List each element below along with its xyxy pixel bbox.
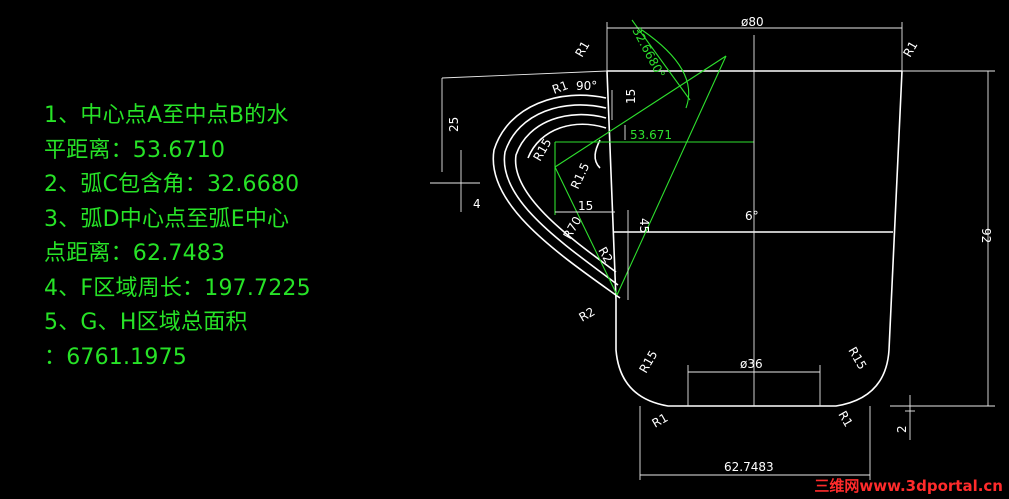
answer-line-2: 平距离：53.6710: [44, 137, 226, 163]
answer-line-8: ：6761.1975: [44, 344, 187, 370]
dim-r1-top-left: R1: [572, 39, 592, 60]
answer-line-3: 2、弧C包含角：32.6680: [44, 172, 300, 197]
dim-15-horizontal: 15: [578, 199, 593, 213]
handle: [492, 94, 621, 299]
dim-90-degree: 90°: [576, 79, 597, 93]
dimension-lines: [430, 22, 995, 480]
construction-lines: [554, 19, 754, 296]
answer-line-1: 1、中心点A至中点B的水: [44, 103, 289, 128]
dim-r1-5: R1.5: [568, 160, 592, 191]
cup-outline: [606, 70, 903, 407]
dim-15-vertical: 15: [624, 89, 638, 104]
dim-25: 25: [447, 117, 461, 132]
dim-53-671: 53.671: [630, 128, 672, 142]
dim-r15-right: R15: [845, 345, 869, 372]
answer-panel: 1、中心点A至中点B的水 平距离：53.6710 2、弧C包含角：32.6680…: [44, 99, 311, 375]
answer-line-5: 点距离：62.7483: [44, 241, 226, 266]
dim-r1-bottom-left: R1: [650, 410, 671, 430]
dim-6-degree: 6°: [745, 209, 759, 223]
watermark: 三维网www.3dportal.cn: [814, 477, 1003, 495]
dim-arc-angle: 32.6680°: [629, 25, 667, 81]
dim-r70: R70: [560, 214, 584, 241]
dim-92: 92: [979, 228, 993, 243]
dim-r1-handle: R1: [550, 78, 570, 97]
dim-r1-top-right: R1: [900, 39, 920, 60]
dim-top-diameter: ø80: [741, 15, 764, 29]
answer-line-4: 3、弧D中心点至弧E中心: [44, 206, 290, 232]
dim-62-7483: 62.7483: [724, 460, 774, 474]
dim-r1-bottom-right: R1: [835, 409, 855, 430]
dim-base-diameter: ø36: [740, 357, 763, 371]
answer-line-6: 4、F区域周长：197.7225: [44, 275, 311, 301]
answer-line-7: 5、G、H区域总面积: [44, 310, 248, 335]
dim-r2-a: R2: [595, 245, 615, 266]
dim-r15-handle: R15: [530, 136, 554, 163]
dimension-labels: ø80 32.6680° R1 R1 R1 90° 25 15 53.671 R…: [447, 15, 993, 474]
dim-r2-b: R2: [577, 304, 598, 324]
dim-r15-left: R15: [636, 348, 660, 375]
dim-2: 2: [895, 425, 909, 433]
dim-45: 45: [637, 218, 651, 233]
dim-4: 4: [473, 197, 481, 211]
